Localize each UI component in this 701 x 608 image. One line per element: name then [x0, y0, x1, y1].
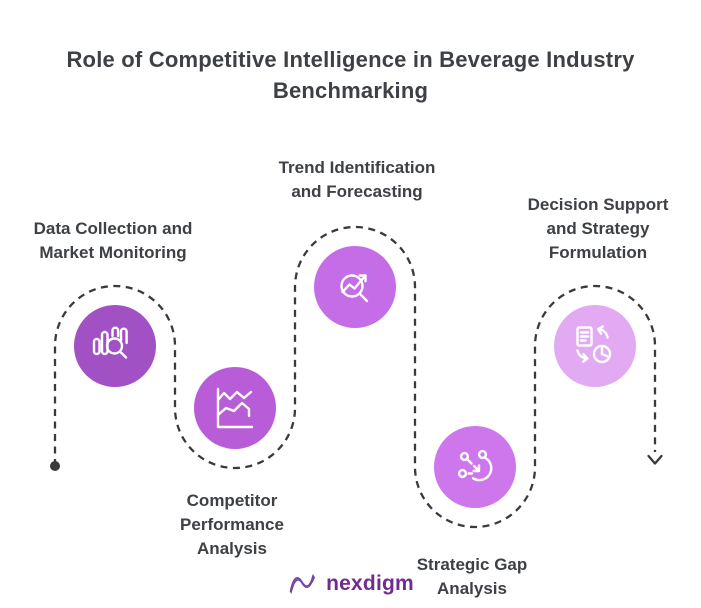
- step-circle-strategic-gap: [434, 426, 516, 508]
- step-label-line: Analysis: [197, 539, 267, 558]
- line-chart-icon: [216, 387, 254, 429]
- path-end-arrow-icon: [647, 454, 663, 465]
- bar-chart-magnifier-icon: [92, 326, 128, 359]
- page-title-line-1: Role of Competitive Intelligence in Beve…: [66, 47, 635, 72]
- step-circle-decision-support: [554, 305, 636, 387]
- nexdigm-logo: nexdigm: [287, 569, 414, 598]
- step-label-data-collection: Data Collection and Market Monitoring: [13, 217, 213, 265]
- step-label-line: Market Monitoring: [39, 243, 187, 262]
- step-circle-data-collection: [74, 305, 156, 387]
- dashed-path: [53, 225, 657, 529]
- trend-magnifier-icon: [340, 274, 369, 303]
- step-label-line: Trend Identification: [278, 158, 436, 177]
- step-label-competitor-performance: Competitor Performance Analysis: [142, 489, 322, 561]
- path-start-dot: [50, 461, 60, 471]
- step-label-line: Competitor: [186, 491, 278, 510]
- step-label-decision-support: Decision Support and Strategy Formulatio…: [503, 193, 693, 265]
- step-label-line: Performance: [180, 515, 284, 534]
- page-title: Role of Competitive Intelligence in Beve…: [0, 44, 701, 106]
- step-label-line: Analysis: [437, 579, 507, 598]
- step-label-line: Decision Support: [527, 195, 669, 214]
- step-label-line: and Forecasting: [291, 182, 423, 201]
- step-label-trend-identification: Trend Identification and Forecasting: [257, 156, 457, 204]
- step-circle-competitor-performance: [194, 367, 276, 449]
- nexdigm-logo-icon: [289, 574, 315, 594]
- step-label-strategic-gap: Strategic Gap Analysis: [382, 553, 562, 601]
- step-label-line: Strategic Gap: [416, 555, 528, 574]
- step-circle-trend-identification: [314, 246, 396, 328]
- nodes-arrow-icon: [457, 449, 493, 482]
- nexdigm-logo-text: nexdigm: [326, 571, 414, 595]
- page-title-line-2: Benchmarking: [272, 78, 429, 103]
- document-pie-cycle-icon: [576, 325, 612, 364]
- step-label-line: Data Collection and: [33, 219, 193, 238]
- step-label-line: and Strategy: [546, 219, 650, 238]
- step-label-line: Formulation: [548, 243, 648, 262]
